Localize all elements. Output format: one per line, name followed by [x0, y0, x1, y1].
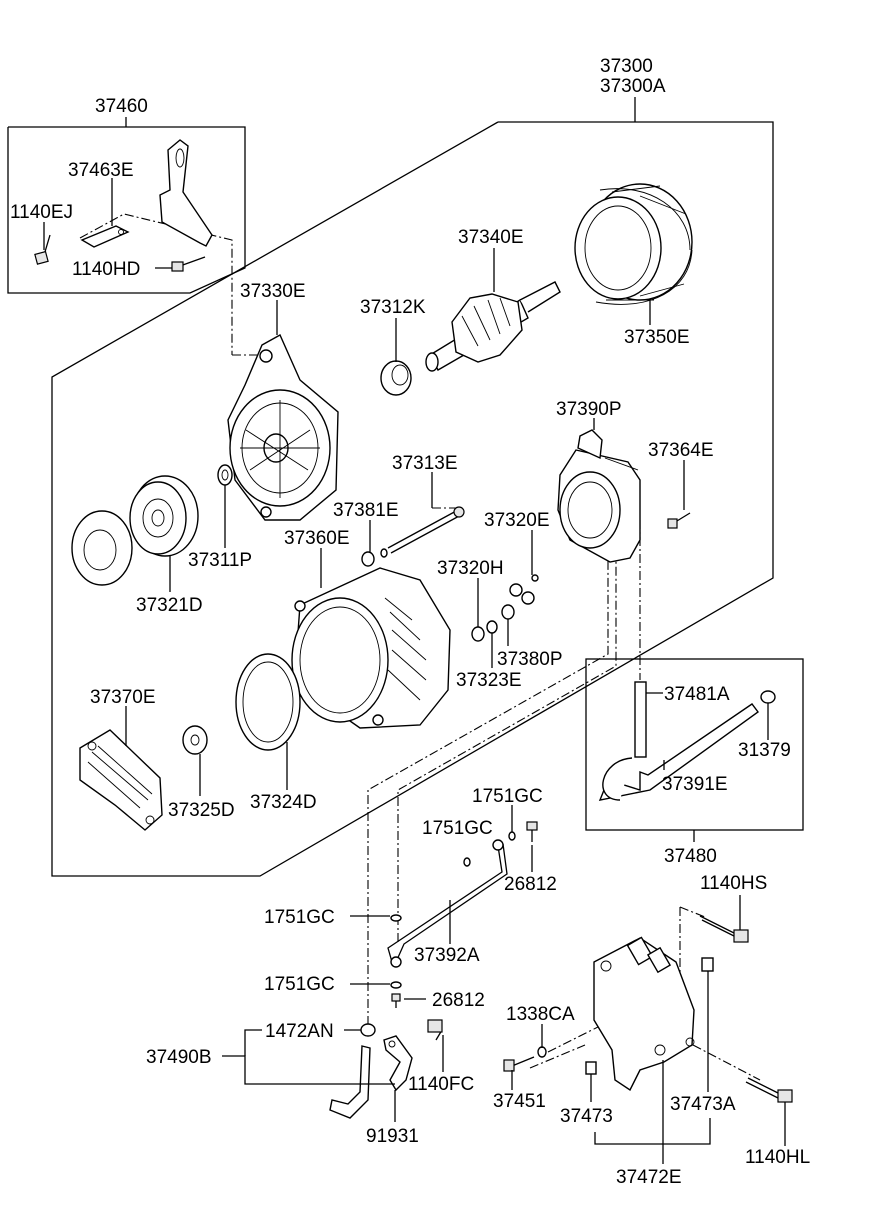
- label-37460: 37460: [95, 96, 148, 117]
- label-37473: 37473: [560, 1106, 613, 1127]
- label-37300: 37300: [600, 56, 653, 77]
- frame-37460-box: [7, 117, 246, 294]
- pipe-37392A-drawing: [387, 839, 508, 968]
- nut-37320E-drawing: [509, 574, 539, 605]
- bolt-37364E-drawing: [667, 512, 691, 529]
- washer-37311P-drawing: [217, 464, 233, 486]
- bracket-37472E-drawing: [593, 936, 695, 1092]
- gasket-1751GC-drawings: [390, 831, 516, 989]
- bolt-37451-drawing: [503, 1056, 535, 1072]
- washer-37323E-drawing: [486, 620, 498, 634]
- label-1140HL: 1140HL: [745, 1147, 810, 1168]
- label-37381E: 37381E: [333, 500, 399, 521]
- label-1140HD: 1140HD: [72, 259, 140, 280]
- label-1751GC-2: 1751GC: [422, 818, 493, 839]
- hose-37490B-drawing: [329, 1045, 371, 1119]
- label-37481A: 37481A: [664, 684, 730, 705]
- label-1751GC-1: 1751GC: [472, 786, 543, 807]
- label-37473A: 37473A: [670, 1094, 736, 1115]
- regulator-37370E-drawing: [79, 729, 163, 831]
- label-26812-2: 26812: [432, 990, 485, 1011]
- front-housing-37330E-drawing: [227, 334, 339, 521]
- label-37312K: 37312K: [360, 297, 426, 318]
- label-37392A: 37392A: [414, 945, 480, 966]
- bolt-1140HS-drawing: [699, 915, 749, 943]
- label-37390P: 37390P: [556, 399, 622, 420]
- plate-37324D-drawing: [235, 653, 301, 751]
- bracket-37463E-drawing: [80, 139, 213, 248]
- frame-37300-box: [51, 97, 774, 877]
- label-37324D: 37324D: [250, 792, 317, 813]
- label-37325D: 37325D: [168, 800, 235, 821]
- label-37300A: 37300A: [600, 76, 666, 97]
- clamp-1472AN-drawing: [360, 1023, 376, 1037]
- washer-37325D-drawing: [182, 725, 208, 755]
- label-1140HS: 1140HS: [700, 873, 767, 894]
- hose-37391E-drawing: [598, 703, 759, 801]
- cover-pulley-drawing: [71, 510, 133, 586]
- label-1751GC-3: 1751GC: [264, 907, 335, 928]
- label-37311P: 37311P: [188, 550, 252, 571]
- label-37320E: 37320E: [484, 510, 550, 531]
- frame-37480-box: [585, 658, 804, 842]
- hose-37481A-drawing: [634, 681, 647, 758]
- sleeve-37473A-drawing: [701, 957, 714, 972]
- part-labels: 37300 37300A 37460 37463E 1140EJ 1140HD …: [10, 56, 810, 1188]
- label-1472AN: 1472AN: [265, 1021, 334, 1042]
- label-1338CA: 1338CA: [506, 1004, 575, 1025]
- label-37472E: 37472E: [616, 1167, 682, 1188]
- vacuum-pump-37390P-drawing: [557, 429, 641, 563]
- label-37380P: 37380P: [497, 649, 563, 670]
- label-1140EJ: 1140EJ: [10, 202, 73, 223]
- label-37321D: 37321D: [136, 595, 203, 616]
- label-91931: 91931: [366, 1126, 419, 1147]
- bolt-1140HL-drawing: [745, 1077, 793, 1103]
- sleeve-37473-drawing: [585, 1061, 597, 1075]
- bolt-1140EJ-drawing: [34, 234, 51, 265]
- label-37320H: 37320H: [437, 558, 504, 579]
- nut-37381E-drawing: [361, 548, 388, 567]
- bolt-1140FC-drawing: [427, 1019, 443, 1041]
- label-37350E: 37350E: [624, 327, 690, 348]
- stator-37350E-drawing: [574, 183, 693, 305]
- clip-31379-drawing: [760, 690, 776, 704]
- bolt-1140HD-drawing: [171, 256, 206, 272]
- label-37360E: 37360E: [284, 528, 350, 549]
- label-37480: 37480: [664, 846, 717, 867]
- bearing-37312K-drawing: [380, 360, 412, 396]
- label-37364E: 37364E: [648, 440, 714, 461]
- label-37490B: 37490B: [146, 1047, 212, 1068]
- rotor-37340E-drawing: [425, 281, 561, 372]
- bracket-91931-drawing: [383, 1035, 413, 1092]
- label-1751GC-4: 1751GC: [264, 974, 335, 995]
- label-37463E: 37463E: [68, 160, 134, 181]
- label-37370E: 37370E: [90, 687, 156, 708]
- bolt-26812-drawings: [391, 821, 538, 1008]
- label-37330E: 37330E: [240, 281, 306, 302]
- label-37451: 37451: [493, 1091, 546, 1112]
- label-37313E: 37313E: [392, 453, 458, 474]
- label-37340E: 37340E: [458, 227, 524, 248]
- label-37391E: 37391E: [662, 774, 728, 795]
- bolt-37313E-drawing: [387, 506, 465, 554]
- label-31379: 31379: [738, 740, 791, 761]
- label-1140FC: 1140FC: [408, 1074, 474, 1095]
- label-37323E: 37323E: [456, 670, 522, 691]
- pulley-37321D-drawing: [129, 475, 199, 557]
- rear-housing-37360E-drawing: [291, 567, 451, 729]
- leader-lines: [43, 178, 786, 1164]
- washer-37320H-drawing: [471, 626, 485, 642]
- washer-1338CA-drawing: [537, 1046, 547, 1058]
- nut-37380P-drawing: [501, 604, 515, 620]
- label-26812-1: 26812: [504, 874, 557, 895]
